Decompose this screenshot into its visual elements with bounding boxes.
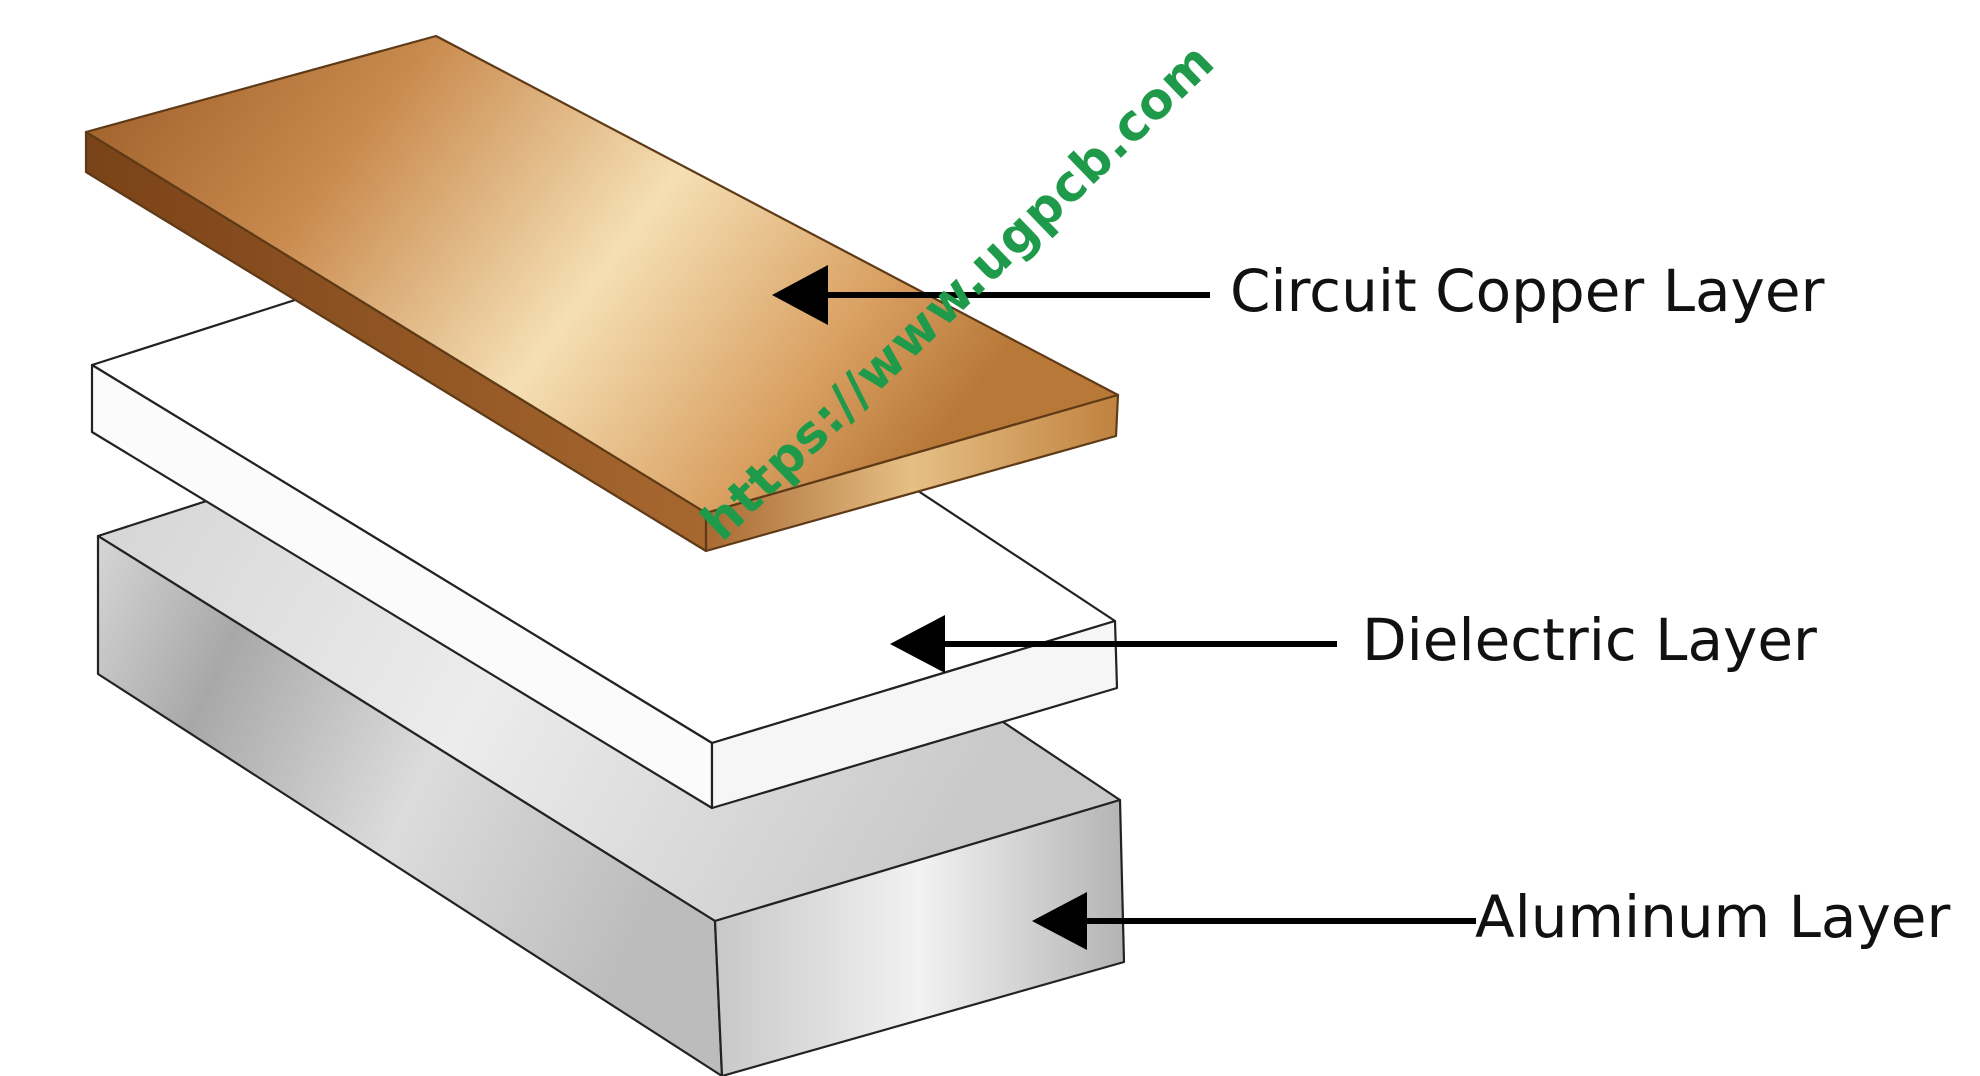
dielectric-pointer (890, 615, 1337, 673)
aluminum-arrowhead-icon (1032, 892, 1087, 950)
copper-front-face (704, 393, 1120, 553)
aluminum-front-face (713, 798, 1126, 1076)
aluminum-layer-label: Aluminum Layer (1475, 883, 1950, 951)
aluminum-long-face (96, 534, 724, 1076)
dielectric-front-face (710, 619, 1119, 810)
dielectric-layer-label: Dielectric Layer (1362, 606, 1817, 674)
copper-arrowhead-icon (772, 265, 828, 325)
dielectric-arrowhead-icon (890, 615, 945, 673)
copper-pointer (772, 265, 1210, 325)
copper-plate (84, 34, 1120, 553)
aluminum-pointer (1032, 892, 1476, 950)
circuit-copper-layer-label: Circuit Copper Layer (1230, 257, 1825, 325)
